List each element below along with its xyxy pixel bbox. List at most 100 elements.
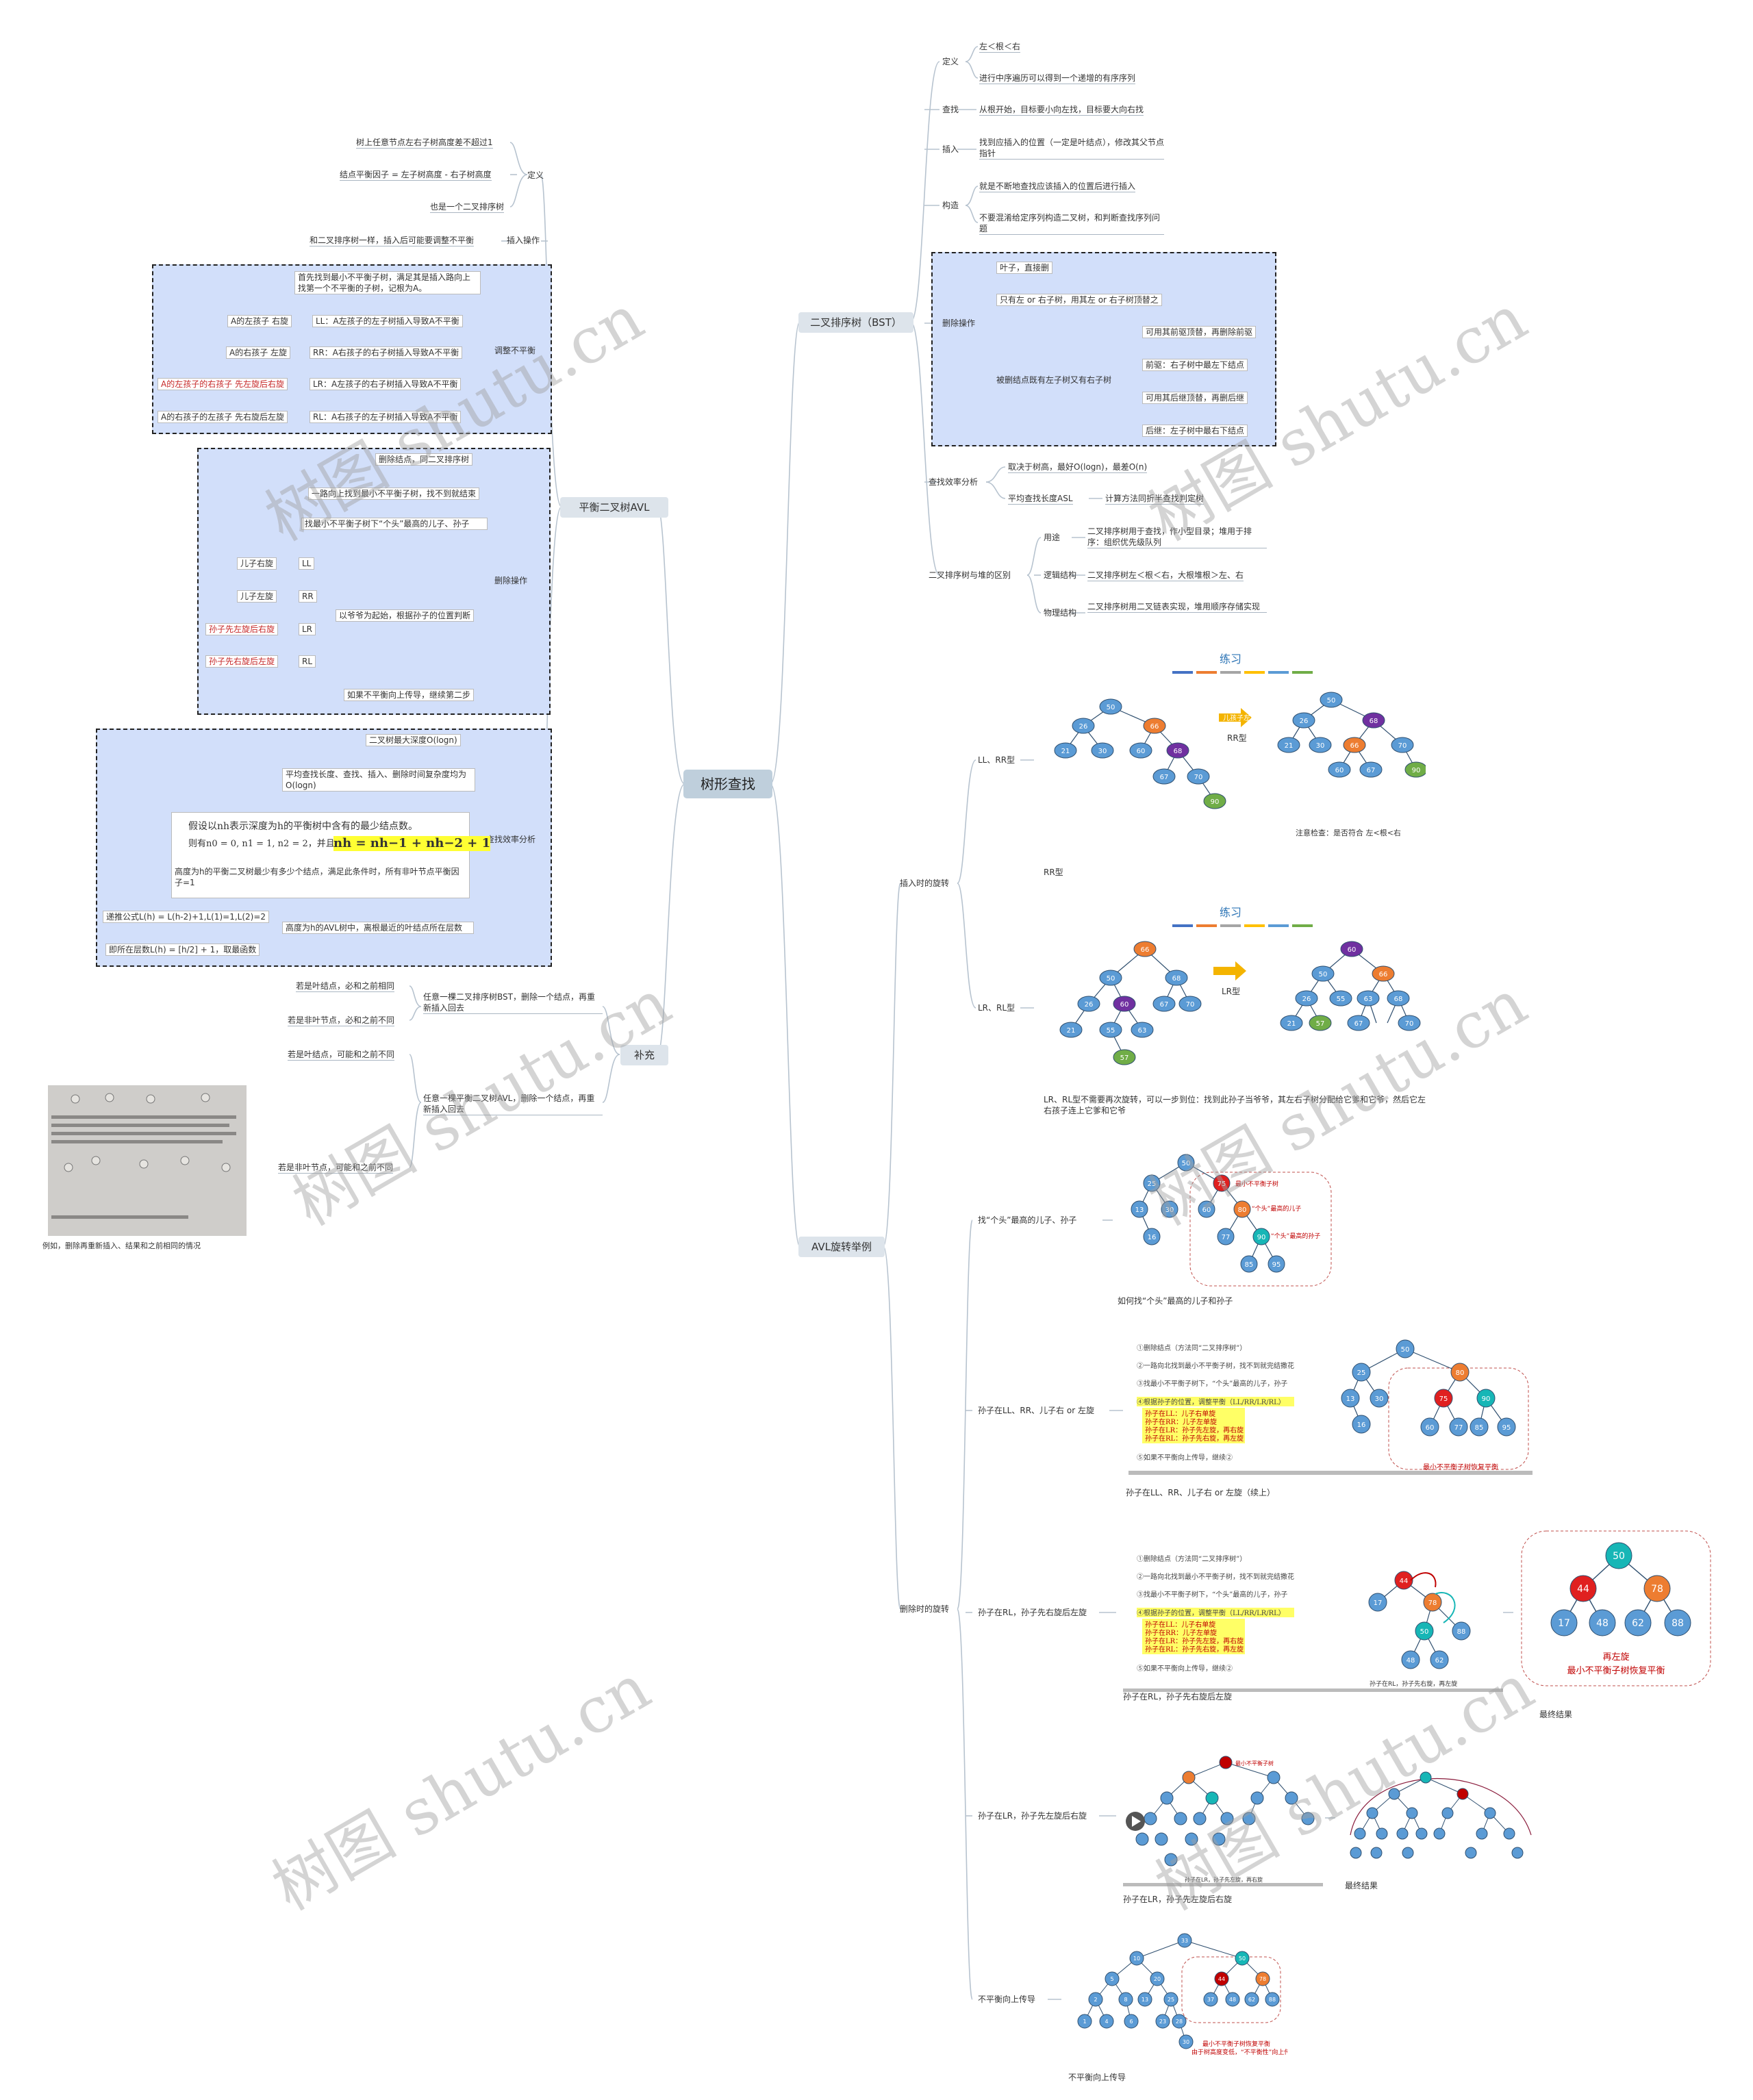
bst-def-item: 进行中序遍历可以得到一个递增的有序序列 xyxy=(979,73,1136,84)
svg-text:28: 28 xyxy=(1176,2019,1183,2025)
avl-eff-item: 二叉树最大深度O(logn) xyxy=(366,734,461,746)
bst-delete-label: 删除操作 xyxy=(942,318,976,328)
root-node[interactable]: 树形查找 xyxy=(683,770,772,798)
case-lr-label: 孙子在LR，孙子先左旋后右旋 xyxy=(978,1811,1087,1821)
svg-text:21: 21 xyxy=(1067,1027,1076,1035)
svg-text:77: 77 xyxy=(1454,1424,1463,1432)
nearest-leaf-note: 高度为h的AVL树中，离根最近的叶结点所在层数 xyxy=(282,922,474,934)
svg-text:67: 67 xyxy=(1367,767,1376,774)
svg-text:80: 80 xyxy=(1238,1206,1247,1214)
step-text: ⑤如果不平衡向上传导，继续② xyxy=(1137,1664,1233,1673)
svg-text:4: 4 xyxy=(1105,2019,1108,2025)
svg-text:30: 30 xyxy=(1316,742,1325,750)
bst-diff-label: 二叉排序树与堆的区别 xyxy=(929,570,1011,580)
avl-delete-step: 以爷爷为起始，根据孙子的位置判断 xyxy=(336,609,475,622)
recovered-tag: 最小不平衡子树恢复平衡 xyxy=(1423,1463,1498,1471)
svg-text:78: 78 xyxy=(1428,1599,1437,1607)
up2-tag: 由于树高度变低，“不平衡性”向上传导 xyxy=(1191,2048,1287,2056)
avl-delete-step: 删除结点，同二叉排序树 xyxy=(375,453,473,466)
svg-text:6: 6 xyxy=(1129,2019,1133,2025)
avl-def-item: 树上任意节点左右子树高度差不超过1 xyxy=(356,138,493,149)
svg-text:78: 78 xyxy=(1259,1976,1266,1982)
svg-text:50: 50 xyxy=(1613,1551,1625,1562)
svg-text:80: 80 xyxy=(1456,1369,1465,1377)
check-note: 注意检查：是否符合 左<根<右 xyxy=(1296,828,1401,837)
svg-text:26: 26 xyxy=(1079,723,1088,731)
practice-title: 练习 xyxy=(1220,906,1241,919)
svg-text:5: 5 xyxy=(1110,1976,1113,1982)
bst-header[interactable]: 二叉排序树（BST） xyxy=(798,312,913,333)
bst-insert-label: 插入 xyxy=(942,144,959,154)
bst-diff-key: 物理结构 xyxy=(1044,608,1077,618)
case-rl-figure: ①删除结点（方法同“二叉排序树”） ②一路向北找到最小不平衡子树，找不到就完结撒… xyxy=(1123,1546,1503,1695)
lr-type-label: LR型 xyxy=(1222,987,1240,996)
svg-text:60: 60 xyxy=(1137,748,1146,755)
svg-text:62: 62 xyxy=(1435,1657,1444,1665)
svg-text:77: 77 xyxy=(1222,1234,1231,1241)
svg-text:2: 2 xyxy=(1094,1997,1097,2003)
svg-text:50: 50 xyxy=(1401,1346,1410,1354)
case-ll-rr-label: 孙子在LL、RR、儿子右 or 左旋 xyxy=(978,1406,1094,1415)
supp-bst-text: 任意一棵二叉排序树BST，删除一个结点，再重新插入回去 xyxy=(423,991,603,1014)
bst-construct-label: 构造 xyxy=(942,201,959,210)
bst-delete-sub: 前驱：右子树中最左下结点 xyxy=(1142,359,1248,371)
delete-rotation-label: 删除时的旋转 xyxy=(900,1604,950,1614)
svg-text:33: 33 xyxy=(1181,1938,1188,1944)
avl-header[interactable]: 平衡二叉树AVL xyxy=(560,497,668,518)
formula-box: 假设以nh表示深度为h的平衡树中含有的最少结点数。 则有n0 = 0, n1 =… xyxy=(171,812,491,898)
lr-biggest-tag: 最小不平衡子树 xyxy=(1235,1760,1274,1767)
bst-diff-key: 逻辑结构 xyxy=(1044,570,1077,580)
svg-text:85: 85 xyxy=(1245,1261,1254,1269)
step-text: ③找最小不平衡子树下，“个头”最高的儿子，孙子 xyxy=(1137,1379,1287,1388)
step-text: ④根据孙子的位置，调整平衡（LL/RR/LR/RL） xyxy=(1137,1608,1285,1617)
svg-text:60: 60 xyxy=(1426,1424,1435,1432)
rr-type-label: RR型 xyxy=(1227,733,1247,743)
supp-avl-b: 若是非叶节点，可能和之前不同 xyxy=(278,1163,394,1174)
find-tall-label: 找“个头”最高的儿子、孙子 xyxy=(978,1215,1077,1225)
svg-text:30: 30 xyxy=(1375,1395,1384,1403)
avl-def-item: 结点平衡因子 = 左子树高度 - 右子树高度 xyxy=(340,170,492,181)
svg-text:48: 48 xyxy=(1229,1997,1236,2003)
lr-rl-label: LR、RL型 xyxy=(978,1003,1016,1013)
svg-text:67: 67 xyxy=(1160,1001,1169,1009)
svg-text:儿孩子左旋: 儿孩子左旋 xyxy=(1223,713,1257,722)
svg-text:90: 90 xyxy=(1211,798,1220,806)
svg-text:30: 30 xyxy=(1098,748,1107,755)
formula-highlight: nh = nh−1 + nh−2 + 1 xyxy=(333,836,491,851)
bst-delete-sub: 后继：左子树中最右下结点 xyxy=(1142,425,1248,437)
svg-text:90: 90 xyxy=(1257,1234,1266,1241)
svg-text:70: 70 xyxy=(1186,1001,1195,1009)
bst-delete-item: 叶子，直接删 xyxy=(996,262,1053,274)
svg-text:13: 13 xyxy=(1346,1395,1355,1403)
case-rl-result-caption: 最终结果 xyxy=(1539,1710,1573,1719)
case-ll-rr-figure: ①删除结点（方法同“二叉排序树”） ②一路向北找到最小不平衡子树，找不到就完结撒… xyxy=(1128,1335,1533,1480)
avl-eff-item: 平均查找长度、查找、插入、删除时间复杂度均为O(logn) xyxy=(282,768,475,792)
svg-text:68: 68 xyxy=(1172,975,1181,983)
bst-diff-key: 用途 xyxy=(1044,533,1061,542)
svg-text:50: 50 xyxy=(1107,975,1115,983)
svg-text:70: 70 xyxy=(1398,742,1407,750)
svg-text:70: 70 xyxy=(1194,774,1203,781)
svg-text:44: 44 xyxy=(1218,1976,1225,1982)
svg-text:8: 8 xyxy=(1124,1997,1127,2003)
svg-text:26: 26 xyxy=(1085,1001,1094,1009)
supp-header[interactable]: 补充 xyxy=(620,1045,668,1065)
svg-text:95: 95 xyxy=(1272,1261,1281,1269)
step-text: ①删除结点（方法同“二叉排序树”） xyxy=(1137,1343,1246,1352)
bst-eff-item: 平均查找长度ASL xyxy=(1008,494,1073,505)
svg-text:26: 26 xyxy=(1302,996,1311,1003)
avl-delete-case: LR xyxy=(299,623,316,635)
svg-text:85: 85 xyxy=(1475,1424,1484,1432)
avl-adjust-left: A的右孩子的左孩子 先右旋后左旋 xyxy=(157,411,288,423)
formula-line: 则有n0 = 0, n1 = 1, n2 = 2，并且有 xyxy=(188,839,344,849)
rotation-header[interactable]: AVL旋转举例 xyxy=(798,1237,885,1257)
svg-text:50: 50 xyxy=(1420,1628,1429,1636)
avl-adjust-label: 调整不平衡 xyxy=(494,346,536,355)
svg-text:67: 67 xyxy=(1354,1020,1363,1028)
rl-tag: 孙子在RL，孙子先右旋，再左旋 xyxy=(1370,1680,1457,1688)
avl-adjust-left: A的左孩子 右旋 xyxy=(227,315,292,327)
supp-bst-a: 若是叶结点，必和之前相同 xyxy=(296,981,395,992)
